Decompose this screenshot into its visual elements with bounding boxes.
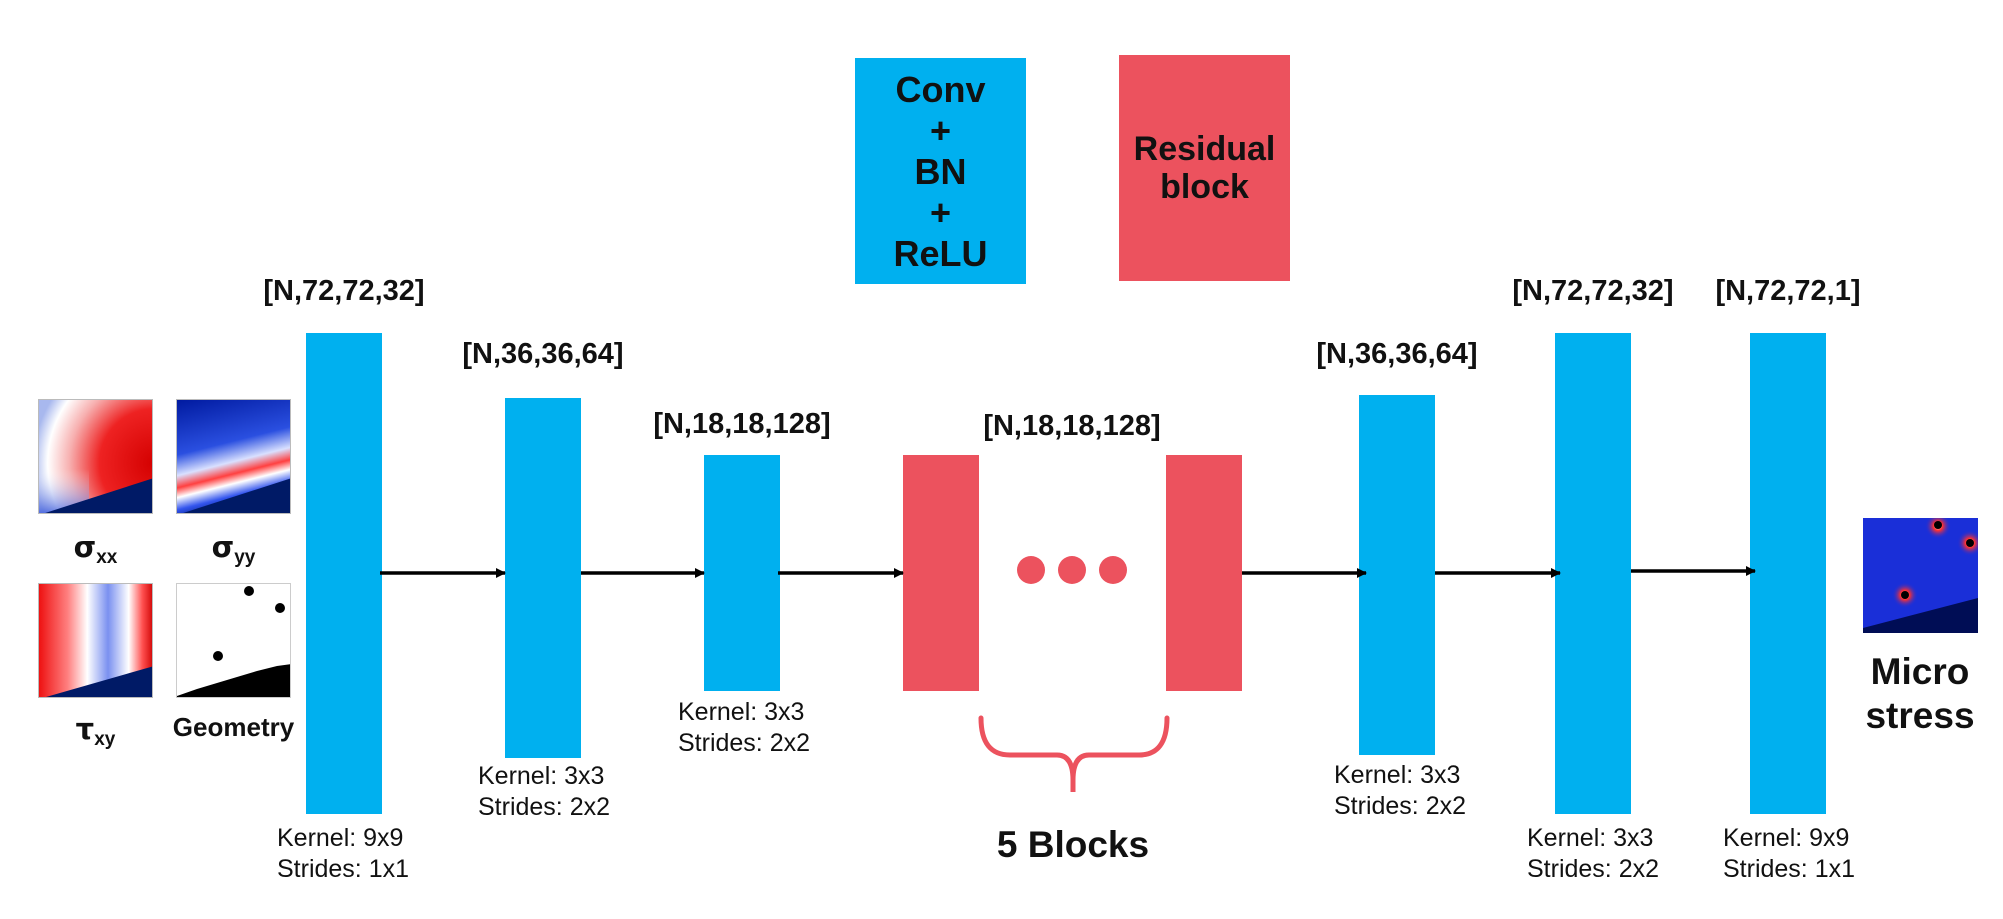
layer-6-shape: [N,72,72,32] — [1512, 275, 1674, 307]
conv-layer-2 — [505, 398, 581, 758]
layer-2-params: Kernel: 3x3 Strides: 2x2 — [478, 761, 610, 823]
layer-5-shape: [N,36,36,64] — [1316, 338, 1478, 370]
sigma-xx-field-image — [38, 399, 153, 514]
residual-shape: [N,18,18,128] — [983, 410, 1161, 442]
layer-6-strides: Strides: 2x2 — [1527, 855, 1660, 883]
residual-count-label: 5 Blocks — [996, 824, 1150, 865]
layer-2-kernel: Kernel: 3x3 — [478, 762, 605, 790]
residual-block-last — [1166, 455, 1242, 691]
ellipsis-dot-1 — [1017, 556, 1045, 584]
conv-layer-3 — [704, 455, 780, 691]
layer-5-params: Kernel: 3x3 Strides: 2x2 — [1334, 760, 1466, 822]
tau-xy-label: τxy — [75, 712, 116, 750]
layer-5-strides: Strides: 2x2 — [1334, 792, 1467, 820]
geometry-label: Geometry — [172, 712, 295, 742]
geometry-image — [176, 583, 291, 698]
layer-7-params: Kernel: 9x9 Strides: 1x1 — [1723, 823, 1855, 885]
legend-conv-line-3: BN — [914, 150, 967, 192]
layer-3-kernel: Kernel: 3x3 — [678, 698, 805, 726]
layer-7-shape: [N,72,72,1] — [1715, 275, 1861, 307]
layer-6-kernel: Kernel: 3x3 — [1527, 824, 1654, 852]
residual-brace — [978, 715, 1170, 792]
legend-residual-line-2: block — [1160, 168, 1249, 206]
sigma-yy-label: σyy — [211, 530, 256, 568]
residual-block-first — [903, 455, 979, 691]
legend-conv-line-4: + — [929, 191, 952, 233]
layer-2-shape: [N,36,36,64] — [462, 338, 624, 370]
legend-residual-block-box: Residual block — [1119, 55, 1290, 281]
tau-xy-field-image — [38, 583, 153, 698]
sigma-yy-field-image — [176, 399, 291, 514]
layer-1-strides: Strides: 1x1 — [277, 855, 410, 883]
legend-residual-line-1: Residual — [1133, 130, 1276, 168]
layer-5-kernel: Kernel: 3x3 — [1334, 761, 1461, 789]
layer-1-shape: [N,72,72,32] — [263, 275, 425, 307]
deconv-layer-2 — [1555, 333, 1631, 814]
legend-conv-line-1: Conv — [895, 68, 986, 110]
output-conv-layer — [1750, 333, 1826, 814]
layer-3-shape: [N,18,18,128] — [653, 408, 831, 440]
micro-stress-line-1: Micro — [1870, 651, 1970, 692]
layer-6-params: Kernel: 3x3 Strides: 2x2 — [1527, 823, 1659, 885]
ellipsis-dot-3 — [1099, 556, 1127, 584]
legend-conv-line-5: ReLU — [893, 232, 988, 274]
layer-1-kernel: Kernel: 9x9 — [277, 824, 404, 852]
conv-layer-1 — [306, 333, 382, 814]
ellipsis-dot-2 — [1058, 556, 1086, 584]
deconv-layer-1 — [1359, 395, 1435, 755]
layer-3-params: Kernel: 3x3 Strides: 2x2 — [678, 697, 810, 759]
legend-conv-bn-relu-box: Conv + BN + ReLU — [855, 58, 1026, 284]
micro-stress-line-2: stress — [1865, 695, 1975, 736]
sigma-xx-label: σxx — [73, 530, 118, 568]
layer-3-strides: Strides: 2x2 — [678, 729, 811, 757]
layer-7-kernel: Kernel: 9x9 — [1723, 824, 1850, 852]
layer-2-strides: Strides: 2x2 — [478, 793, 611, 821]
layer-1-params: Kernel: 9x9 Strides: 1x1 — [277, 823, 409, 885]
layer-7-strides: Strides: 1x1 — [1723, 855, 1856, 883]
legend-conv-line-2: + — [929, 109, 952, 151]
micro-stress-label: Micro stress — [1855, 650, 1985, 738]
micro-stress-output-image — [1863, 518, 1978, 633]
